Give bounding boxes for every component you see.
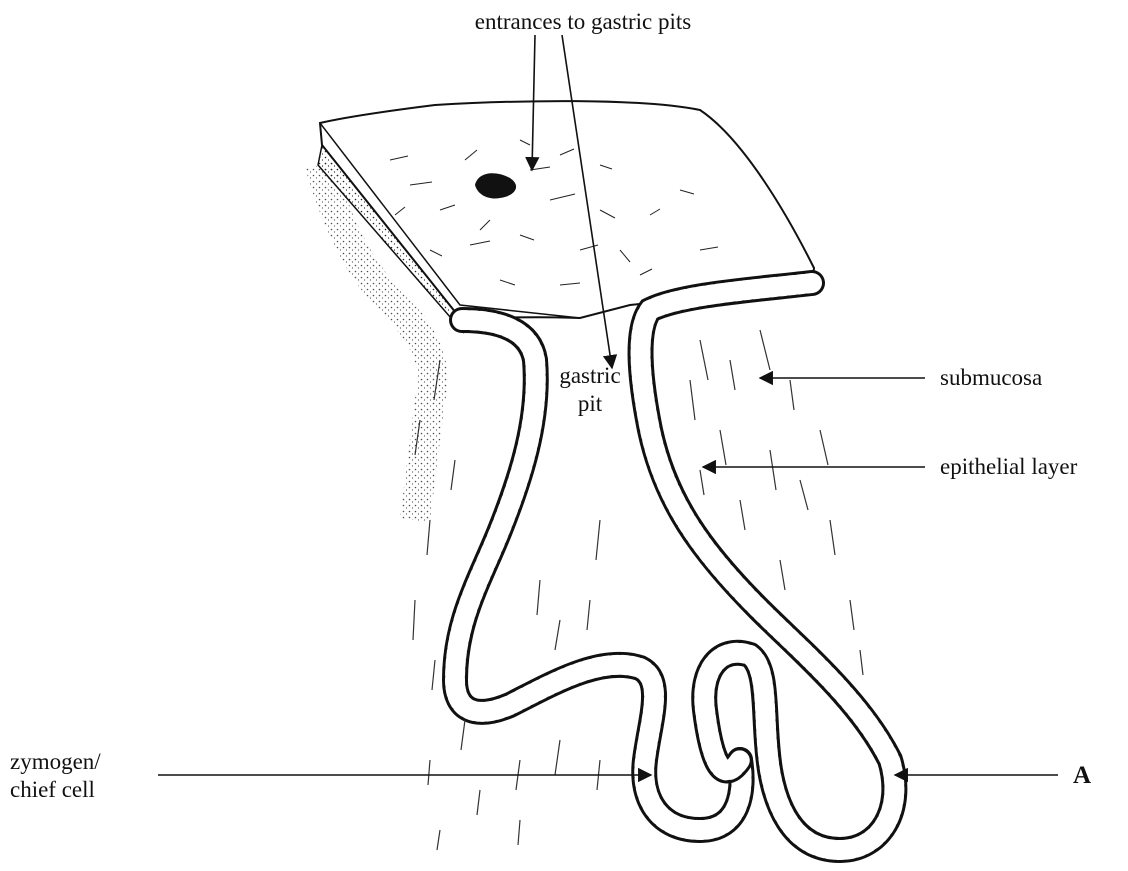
label-submucosa: submucosa bbox=[940, 364, 1042, 392]
label-zymogen-line2: chief cell bbox=[10, 776, 101, 804]
label-gastric-pit: gastric pit bbox=[540, 362, 640, 418]
label-zymogen-chief-cell: zymogen/ chief cell bbox=[10, 748, 101, 804]
label-entrances-to-gastric-pits: entrances to gastric pits bbox=[468, 8, 698, 36]
label-zymogen-line1: zymogen/ bbox=[10, 748, 101, 776]
label-marker-a: A bbox=[1073, 762, 1091, 790]
label-epithelial-layer: epithelial layer bbox=[940, 453, 1077, 481]
label-gastric-pit-line2: pit bbox=[540, 390, 640, 418]
label-gastric-pit-line1: gastric bbox=[540, 362, 640, 390]
